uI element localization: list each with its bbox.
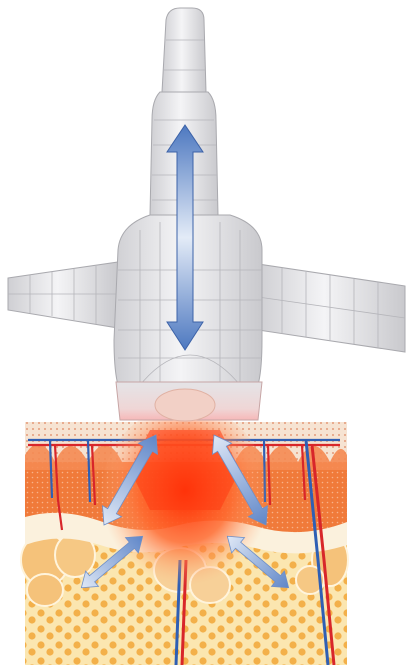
right-wing bbox=[258, 264, 405, 352]
handpiece bbox=[8, 8, 405, 421]
suction-opening bbox=[155, 389, 215, 421]
left-wing bbox=[8, 262, 118, 328]
skin-cross-section bbox=[21, 405, 348, 665]
handpiece-nozzle bbox=[162, 8, 206, 92]
